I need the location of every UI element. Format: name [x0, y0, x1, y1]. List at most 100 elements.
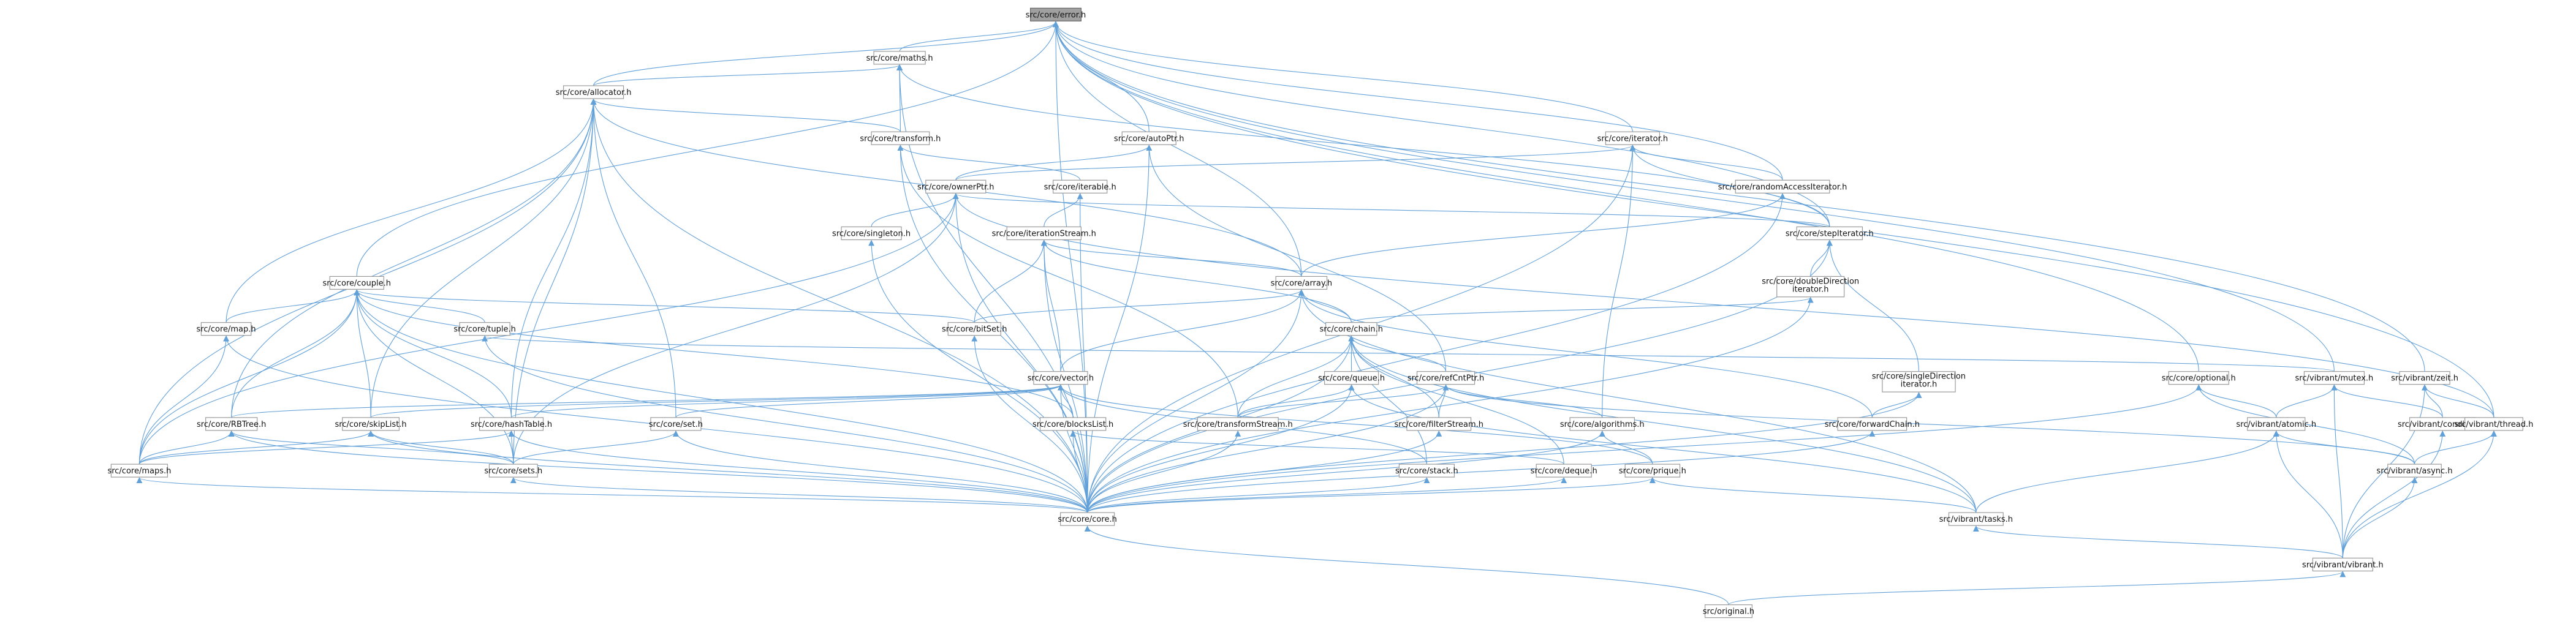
node-iterator[interactable]: src/core/iterator.h — [1597, 131, 1669, 145]
edge-core-to-randomAccess — [1087, 193, 1786, 513]
edge-core-to-transformStream — [1087, 430, 1241, 513]
node-set[interactable]: src/core/set.h — [649, 417, 703, 431]
edge-bitSet-to-couple — [354, 289, 975, 323]
edge-stepIterator-to-maths — [896, 64, 1830, 227]
node-maths[interactable]: src/core/maths.h — [866, 51, 933, 65]
node-bitSet[interactable]: src/core/bitSet.h — [942, 322, 1007, 336]
edge-set-to-vector — [675, 384, 1064, 418]
node-box — [1324, 371, 1379, 385]
node-forwardChain[interactable]: src/core/forwardChain.h — [1825, 417, 1920, 431]
edge-mutex-to-tuple — [482, 335, 2335, 372]
edge-refCntPtr-to-chain — [1348, 335, 1447, 372]
edge-iterationStream-to-iterable — [1044, 193, 1083, 227]
node-filterStream[interactable]: src/core/filterStream.h — [1395, 417, 1484, 431]
edge-vibrant-to-tasks — [1973, 525, 2343, 558]
edge-transformStream-to-chain — [1237, 335, 1355, 418]
edge-core-to-allocator — [590, 99, 1088, 513]
edge-core-to-maps — [136, 477, 1088, 513]
node-refCntPtr[interactable]: src/core/refCntPtr.h — [1407, 371, 1484, 385]
edge-stack-to-chain — [1348, 335, 1427, 465]
node-label: src/vibrant/mutex.h — [2295, 374, 2374, 383]
edge-iterable-to-transform — [897, 145, 1081, 181]
node-iterationStream[interactable]: src/core/iterationStream.h — [992, 226, 1096, 241]
node-queue[interactable]: src/core/queue.h — [1318, 371, 1385, 385]
node-tasks[interactable]: src/vibrant/tasks.h — [1939, 512, 2013, 526]
node-randomAccess[interactable]: src/core/randomAccessIterator.h — [1718, 179, 1847, 194]
node-vector[interactable]: src/core/vector.h — [1028, 371, 1094, 385]
node-core[interactable]: src/core/core.h — [1058, 512, 1117, 526]
node-label: src/core/RBTree.h — [197, 420, 266, 429]
node-maps[interactable]: src/core/maps.h — [107, 464, 171, 478]
node-stepIterator[interactable]: src/core/stepIterator.h — [1786, 226, 1874, 241]
edge-maps-to-hashTable — [138, 430, 515, 465]
edge-couple-to-error — [356, 21, 1059, 277]
node-transformStream[interactable]: src/core/transformStream.h — [1183, 417, 1293, 431]
node-mutex[interactable]: src/vibrant/mutex.h — [2295, 371, 2374, 385]
node-label: src/core/allocator.h — [556, 88, 632, 97]
node-label: src/core/tuple.h — [453, 325, 515, 334]
node-chain[interactable]: src/core/chain.h — [1320, 322, 1383, 336]
node-label: src/original.h — [1703, 607, 1754, 617]
node-box — [1059, 512, 1115, 526]
edge-vibrant-to-condition — [2342, 430, 2446, 558]
node-thread[interactable]: src/vibrant/thread.h — [2454, 417, 2533, 431]
node-label: iterator.h — [1792, 285, 1829, 294]
node-algorithms[interactable]: src/core/algorithms.h — [1560, 417, 1645, 431]
node-stack[interactable]: src/core/stack.h — [1395, 464, 1458, 478]
edge-doubleDir-to-stepIterator — [1810, 239, 1833, 277]
node-original[interactable]: src/original.h — [1703, 604, 1754, 618]
node-box — [2312, 557, 2373, 572]
node-label: src/core/hashTable.h — [471, 420, 552, 429]
node-label: src/core/map.h — [197, 325, 256, 334]
node-array[interactable]: src/core/array.h — [1271, 276, 1333, 290]
node-label: src/core/transformStream.h — [1183, 420, 1293, 429]
node-box — [1039, 417, 1107, 431]
node-zeit[interactable]: src/vibrant/zeit.h — [2391, 371, 2458, 385]
edge-hashTable-to-vector — [510, 384, 1064, 418]
edge-allocator-to-maths — [593, 64, 903, 86]
edge-sets-to-skipList — [368, 430, 514, 465]
node-sets[interactable]: src/core/sets.h — [484, 464, 542, 478]
node-singleton[interactable]: src/core/singleton.h — [832, 226, 911, 241]
edge-vector-to-array — [1060, 289, 1305, 372]
node-async[interactable]: src/vibrant/async.h — [2376, 464, 2453, 478]
edge-original-to-vibrant — [1728, 571, 2346, 606]
node-box — [925, 179, 987, 194]
node-atomic[interactable]: src/vibrant/atomic.h — [2236, 417, 2316, 431]
node-vibrant[interactable]: src/vibrant/vibrant.h — [2302, 557, 2384, 572]
edge-forwardChain-to-singleDir — [1871, 392, 1922, 418]
node-box — [205, 417, 258, 431]
node-label: src/core/maps.h — [107, 467, 171, 476]
node-label: src/core/singleDirection — [1872, 372, 1966, 382]
edge-map-to-couple — [225, 289, 360, 323]
node-error[interactable]: src/core/error.h — [1026, 7, 1086, 21]
edge-skipList-to-vector — [370, 384, 1064, 418]
edge-deque-to-blocksList — [1070, 430, 1564, 465]
node-blocksList[interactable]: src/core/blocksList.h — [1032, 417, 1113, 431]
node-box — [479, 417, 544, 431]
node-hashTable[interactable]: src/core/hashTable.h — [471, 417, 552, 431]
edge-core-to-skipList — [368, 430, 1088, 513]
node-prique[interactable]: src/core/prique.h — [1619, 464, 1686, 478]
node-box — [2303, 371, 2365, 385]
node-tuple[interactable]: src/core/tuple.h — [453, 322, 516, 336]
node-autoPtr[interactable]: src/core/autoPtr.h — [1114, 131, 1184, 145]
node-deque[interactable]: src/core/deque.h — [1531, 464, 1597, 478]
node-iterable[interactable]: src/core/iterable.h — [1044, 179, 1116, 194]
node-ownerPtr[interactable]: src/core/ownerPtr.h — [917, 179, 994, 194]
node-couple[interactable]: src/core/couple.h — [323, 276, 391, 290]
node-map[interactable]: src/core/map.h — [197, 322, 256, 336]
node-label: src/core/randomAccessIterator.h — [1718, 182, 1847, 192]
node-label: src/core/maths.h — [866, 54, 933, 63]
edge-async-to-optional — [2195, 384, 2415, 465]
edge-map-to-allocator — [225, 99, 597, 323]
node-transform[interactable]: src/core/transform.h — [860, 131, 941, 145]
edge-algorithms-to-refCntPtr — [1442, 384, 1603, 418]
edge-iterator-to-error — [1053, 21, 1633, 132]
node-optional[interactable]: src/core/optional.h — [2162, 371, 2236, 385]
node-skipList[interactable]: src/core/skipList.h — [335, 417, 407, 431]
node-rbtree[interactable]: src/core/RBTree.h — [197, 417, 266, 431]
node-allocator[interactable]: src/core/allocator.h — [556, 85, 632, 99]
